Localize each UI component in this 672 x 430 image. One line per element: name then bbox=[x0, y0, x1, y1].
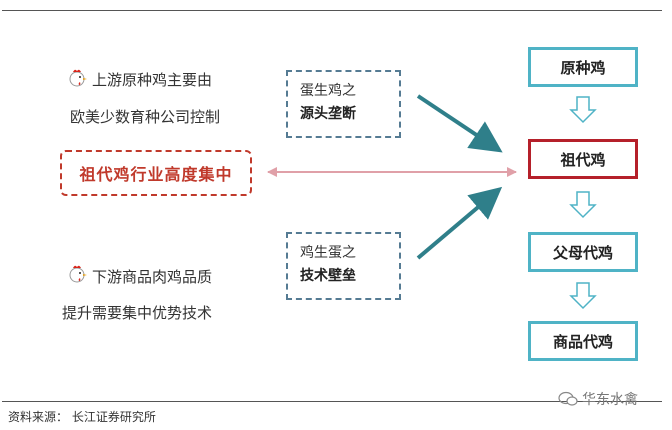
egg-box-line-1: 蛋生鸡之 bbox=[300, 83, 356, 99]
chain-pure-line: 原种鸡 bbox=[528, 47, 638, 87]
watermark: 华东水禽 bbox=[558, 389, 638, 409]
wechat-icon bbox=[558, 391, 578, 406]
chain-commercial: 商品代鸡 bbox=[528, 321, 638, 361]
source-note: 资料来源： 长江证券研究所 bbox=[8, 410, 156, 424]
egg-source-box: 蛋生鸡之 源头垄断 bbox=[286, 70, 401, 138]
down-arrow-2 bbox=[569, 191, 597, 219]
watermark-text: 华东水禽 bbox=[582, 392, 638, 408]
rooster-icon bbox=[69, 69, 87, 87]
arrow-chicken-to-grandparent bbox=[416, 186, 503, 260]
top-divider bbox=[2, 10, 662, 11]
egg-box-line-2: 源头垄断 bbox=[300, 106, 356, 122]
chain-grandparent: 祖代鸡 bbox=[528, 139, 638, 179]
downstream-line-2: 提升需要集中优势技术 bbox=[62, 304, 213, 322]
rooster-icon bbox=[69, 265, 87, 283]
down-arrow-3 bbox=[569, 282, 597, 310]
bottom-divider bbox=[2, 401, 662, 402]
chicken-box-line-2: 技术壁垒 bbox=[300, 268, 356, 284]
chicken-box-line-1: 鸡生蛋之 bbox=[300, 245, 356, 261]
upstream-line-2: 欧美少数育种公司控制 bbox=[70, 108, 221, 126]
chicken-barrier-box: 鸡生蛋之 技术壁垒 bbox=[286, 232, 401, 300]
down-arrow-1 bbox=[569, 96, 597, 124]
upstream-line-1: 上游原种鸡主要由 bbox=[92, 71, 213, 89]
grandparent-concentration-box: 祖代鸡行业高度集中 bbox=[60, 150, 252, 196]
chain-parent-stock: 父母代鸡 bbox=[528, 232, 638, 272]
downstream-line-1: 下游商品肉鸡品质 bbox=[92, 268, 213, 286]
arrow-egg-to-grandparent bbox=[416, 94, 503, 153]
